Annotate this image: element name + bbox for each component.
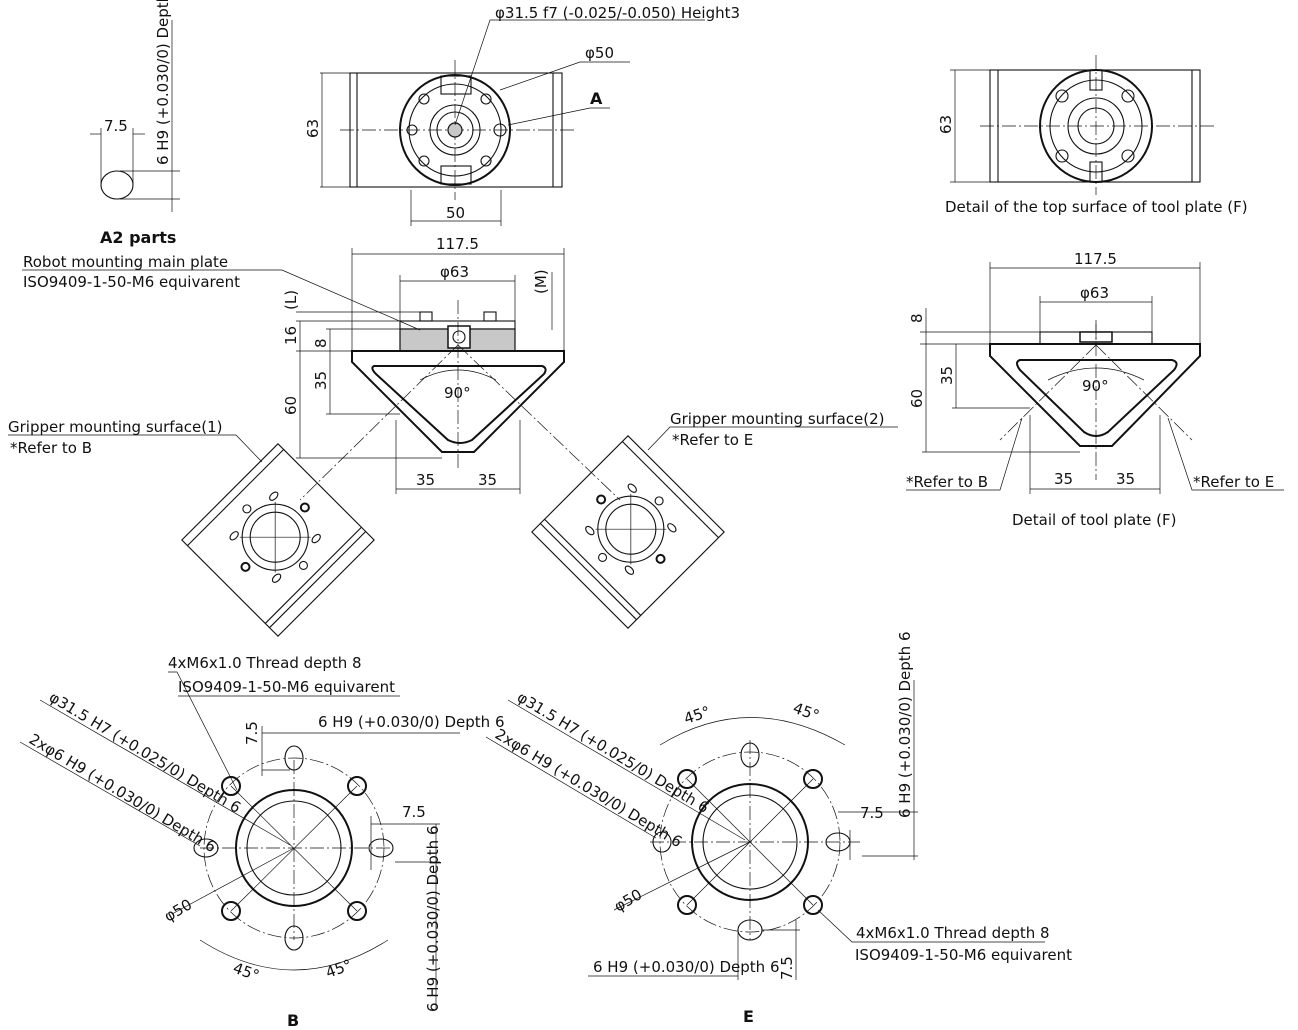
viewB-right-75: 7.5	[402, 803, 426, 821]
view-B: 4xM6x1.0 Thread depth 8 ISO9409-1-50-M6 …	[19, 654, 504, 1030]
viewB-label: B	[287, 1011, 299, 1030]
gripper1-label-2: *Refer to B	[10, 439, 92, 457]
front-dim-60: 60	[282, 396, 300, 415]
viewB-angle-left: 45°	[231, 959, 262, 985]
detail-plate-angle: 90°	[1082, 377, 1109, 395]
top-callout-d50: φ50	[585, 44, 614, 62]
viewB-thread-1: 4xM6x1.0 Thread depth 8	[168, 654, 362, 672]
top-callout-boss: φ31.5 f7 (-0.025/-0.050) Height3	[495, 4, 740, 22]
gripper-block-right	[531, 435, 725, 629]
detail-plate-dim-overall: 117.5	[1074, 250, 1117, 268]
tool-plate-detail: 90° 117.5 φ63 8 35 60 35 35 *Refer to B …	[906, 250, 1284, 529]
viewE-right-slot: 6 H9 (+0.030/0) Depth 6	[896, 632, 914, 818]
top-callout-A: A	[590, 89, 603, 108]
viewE-bottom-75: 7.5	[778, 956, 796, 980]
a2-title: A2 parts	[100, 228, 176, 247]
viewE-thread-2: ISO9409-1-50-M6 equivarent	[855, 946, 1072, 964]
detail-plate-refer-E: *Refer to E	[1193, 473, 1274, 491]
front-angle: 90°	[444, 384, 471, 402]
viewB-thread-2: ISO9409-1-50-M6 equivarent	[178, 678, 395, 696]
front-dim-8: 8	[312, 338, 330, 348]
viewE-angle-right: 45°	[791, 699, 822, 725]
gripper2-label-2: *Refer to E	[672, 431, 753, 449]
viewB-pcd: φ50	[161, 895, 195, 925]
detail-plate-refer-B: *Refer to B	[906, 473, 988, 491]
top-surface-detail: 63 Detail of the top surface of tool pla…	[937, 55, 1248, 216]
top-dim-width: 50	[446, 204, 465, 222]
front-dim-flange: φ63	[440, 263, 469, 281]
gripper1-label-1: Gripper mounting surface(1)	[8, 418, 223, 436]
viewE-pcd: φ50	[611, 885, 645, 915]
robot-plate-label-1: Robot mounting main plate	[23, 253, 228, 271]
detail-plate-dim-right35: 35	[1116, 470, 1135, 488]
viewE-label: E	[743, 1007, 754, 1026]
detail-top-dim-height: 63	[937, 115, 955, 134]
front-view: 90° 117.5 φ63 (M) (L) 16 8 35 60	[8, 235, 898, 501]
front-dim-16: 16	[282, 326, 300, 345]
viewB-top-slot: 6 H9 (+0.030/0) Depth 6	[318, 713, 504, 731]
a2-dim-note: 6 H9 (+0.030/0) Depth 5	[154, 0, 172, 165]
detail-plate-dim-left35: 35	[1054, 470, 1073, 488]
detail-plate-caption: Detail of tool plate (F)	[1012, 511, 1176, 529]
view-E: 45° 45° φ31.5 H7 (+0.025/0) Depth 6 2xφ6…	[485, 632, 1072, 1026]
viewB-right-slot: 6 H9 (+0.030/0) Depth 6	[424, 826, 442, 1012]
front-dim-L: (L)	[282, 290, 300, 310]
front-dim-right35: 35	[478, 471, 497, 489]
gripper2-label-1: Gripper mounting surface(2)	[670, 410, 885, 428]
viewE-right-75: 7.5	[860, 804, 884, 822]
front-dim-35: 35	[312, 371, 330, 390]
a2-dim-width: 7.5	[104, 117, 128, 135]
detail-plate-dim-8: 8	[908, 313, 926, 323]
front-dim-overall: 117.5	[436, 235, 479, 253]
detail-top-caption: Detail of the top surface of tool plate …	[945, 198, 1248, 216]
top-view: 63 50 φ31.5 f7 (-0.025/-0.050) Height3 φ…	[304, 4, 740, 226]
a2-parts-view: 7.5 6 H9 (+0.030/0) Depth 5 A2 parts	[90, 0, 180, 247]
viewE-thread-1: 4xM6x1.0 Thread depth 8	[856, 924, 1050, 942]
a2-slot	[100, 170, 134, 200]
front-dim-left35: 35	[416, 471, 435, 489]
robot-plate-label-2: ISO9409-1-50-M6 equivarent	[23, 273, 240, 291]
viewB-top-75: 7.5	[243, 721, 261, 745]
top-dim-height: 63	[304, 119, 322, 138]
front-dim-M: (M)	[532, 269, 550, 294]
detail-plate-dim-60: 60	[908, 389, 926, 408]
gripper-block-left	[181, 443, 375, 637]
viewE-bottom-slot: 6 H9 (+0.030/0) Depth 6	[593, 958, 779, 976]
detail-plate-dim-35: 35	[938, 366, 956, 385]
detail-plate-dim-flange: φ63	[1080, 284, 1109, 302]
viewE-angle-left: 45°	[682, 702, 713, 727]
